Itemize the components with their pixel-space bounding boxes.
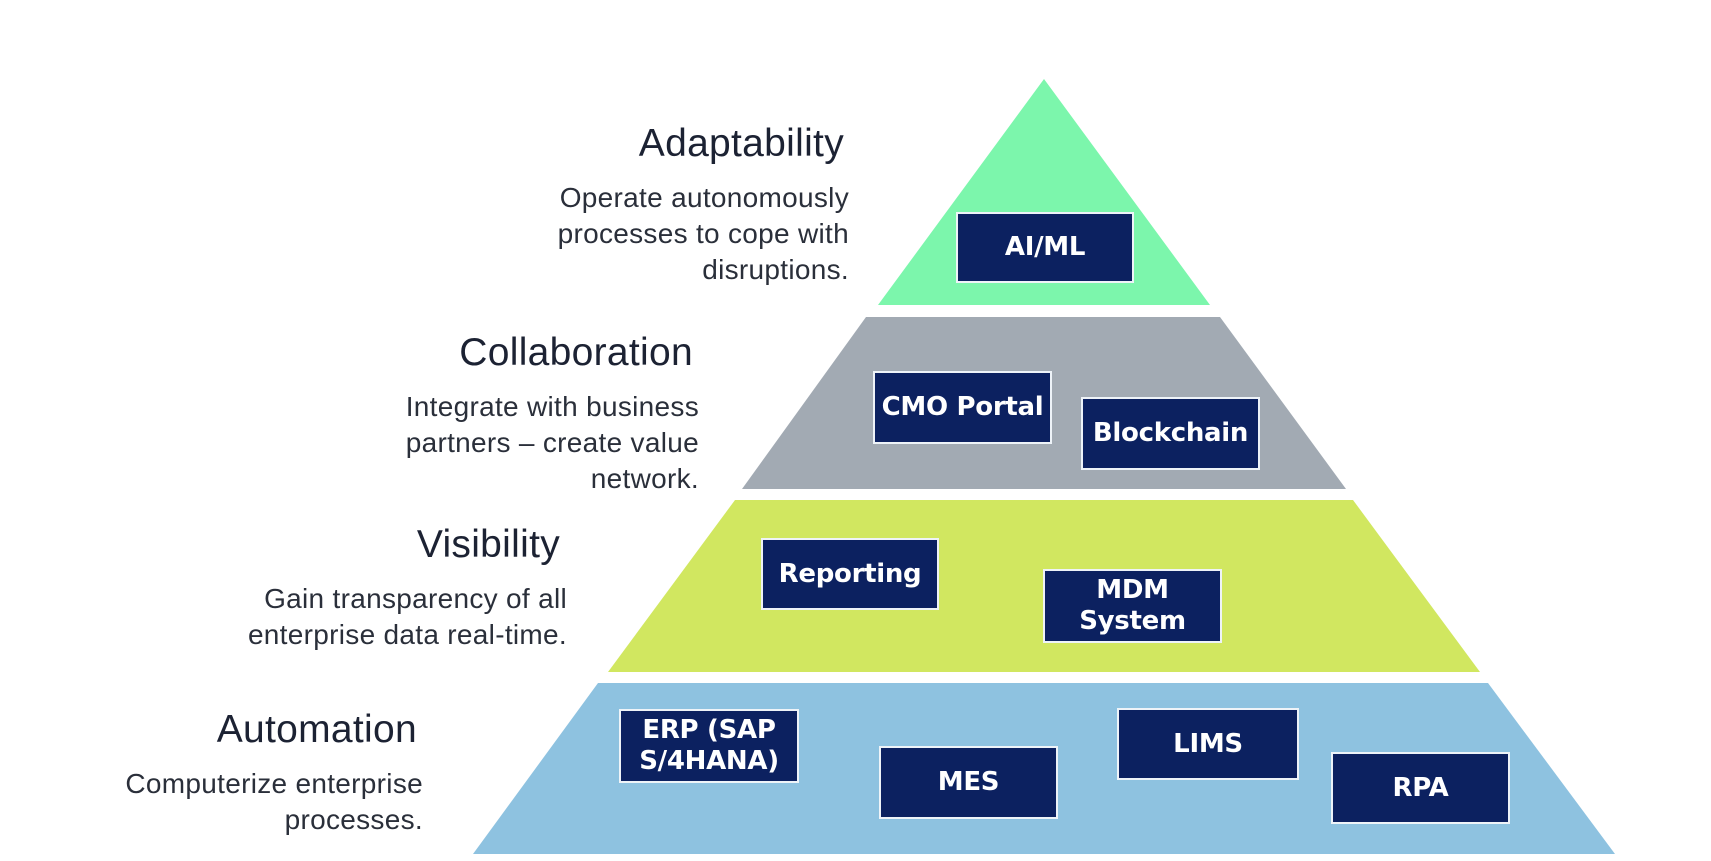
tier-label-visibility: Visibility Gain transparency of all ente… bbox=[248, 523, 567, 653]
description-line: network. bbox=[590, 463, 699, 494]
system-label: MDM System bbox=[1079, 575, 1186, 636]
tier-title: Adaptability bbox=[638, 122, 844, 165]
description-line: disruptions. bbox=[702, 254, 849, 285]
description-line: Integrate with business bbox=[405, 391, 699, 422]
system-label: Blockchain bbox=[1092, 418, 1249, 448]
system-box-blockchain: Blockchain bbox=[1081, 397, 1260, 470]
system-box-reporting: Reporting bbox=[761, 538, 939, 610]
description-line: processes. bbox=[284, 804, 423, 835]
tier-label-collaboration: Collaboration Integrate with business pa… bbox=[406, 331, 699, 497]
system-box-mes: MES bbox=[879, 746, 1058, 819]
system-label: RPA bbox=[1392, 772, 1449, 803]
system-box-mdm-system: MDM System bbox=[1043, 569, 1222, 643]
system-label: LIMS bbox=[1173, 728, 1243, 759]
description-line: Operate autonomously bbox=[559, 182, 849, 213]
system-box-ai-ml: AI/ML bbox=[956, 212, 1134, 283]
system-box-rpa: RPA bbox=[1331, 752, 1510, 824]
tier-title: Automation bbox=[216, 708, 417, 751]
tier-description: Integrate with business partners – creat… bbox=[406, 389, 699, 497]
system-label: CMO Portal bbox=[881, 392, 1044, 422]
description-line: enterprise data real-time. bbox=[247, 619, 567, 650]
system-box-lims: LIMS bbox=[1117, 708, 1299, 780]
description-line: partners – create value bbox=[405, 427, 699, 458]
description-line: processes to cope with bbox=[557, 218, 849, 249]
tier-description: Operate autonomously processes to cope w… bbox=[558, 180, 849, 288]
system-label: AI/ML bbox=[1004, 232, 1086, 262]
tier-title: Visibility bbox=[416, 523, 560, 566]
tier-label-automation: Automation Computerize enterprise proces… bbox=[125, 708, 423, 838]
system-label: Reporting bbox=[778, 558, 922, 589]
tier-label-adaptability: Adaptability Operate autonomously proces… bbox=[558, 122, 849, 288]
system-box-cmo-portal: CMO Portal bbox=[873, 371, 1052, 444]
system-label: ERP (SAP S/4HANA) bbox=[639, 715, 779, 776]
tier-description: Computerize enterprise processes. bbox=[125, 766, 423, 838]
description-line: Gain transparency of all bbox=[264, 583, 567, 614]
description-line: Computerize enterprise bbox=[125, 768, 423, 799]
system-box-erp: ERP (SAP S/4HANA) bbox=[619, 709, 799, 783]
tier-description: Gain transparency of all enterprise data… bbox=[248, 581, 567, 653]
system-label: MES bbox=[937, 767, 1000, 797]
tier-title: Collaboration bbox=[459, 331, 693, 374]
